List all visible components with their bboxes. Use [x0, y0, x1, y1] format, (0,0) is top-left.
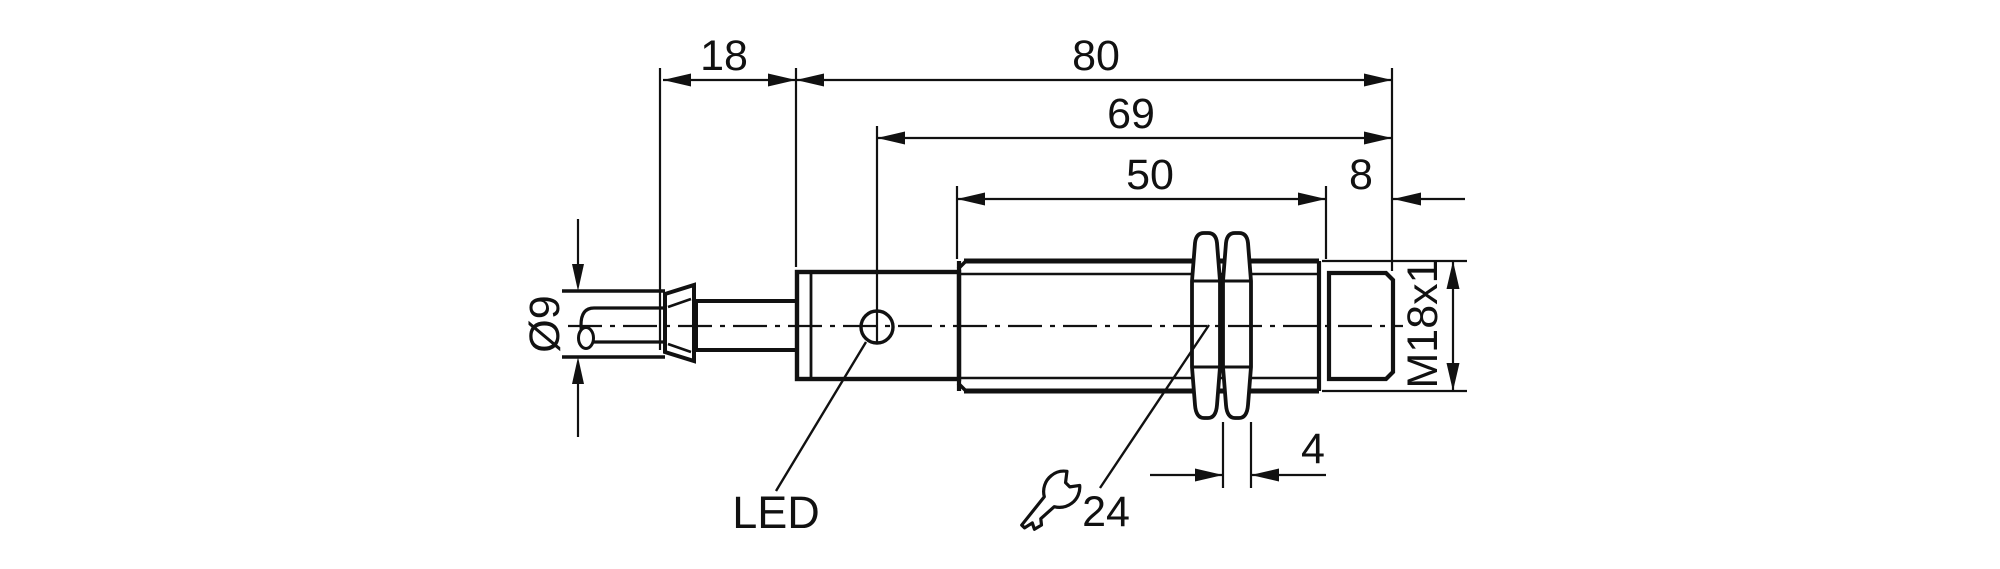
- dim-50-label: 50: [1126, 151, 1174, 199]
- dim-69-label: 69: [1107, 90, 1155, 138]
- arrowhead: [1364, 73, 1392, 87]
- led-leader-line: [774, 341, 868, 492]
- dim-thread-spec: M18x1: [1322, 259, 1467, 393]
- arrowhead: [1195, 468, 1223, 482]
- strain-relief-cone: [663, 282, 696, 364]
- led-indicator-circle: [859, 309, 895, 345]
- led-callout: LED: [732, 126, 895, 538]
- dim-80-label: 80: [1072, 32, 1120, 80]
- cable-end-loop: [577, 326, 595, 350]
- led-label: LED: [732, 487, 820, 538]
- barrel-chamfer: [956, 381, 968, 393]
- wrench-size-label: 24: [1082, 488, 1130, 536]
- threaded-barrel: [956, 258, 1322, 394]
- wrench-shape: [1020, 469, 1082, 531]
- arrowhead: [1446, 261, 1460, 289]
- arrowhead: [768, 73, 796, 87]
- cone-chamfer-line: [667, 342, 692, 354]
- arrowhead: [877, 131, 905, 145]
- arrowhead: [1364, 131, 1392, 145]
- dim-18-label: 18: [700, 32, 748, 80]
- dim-cable-diameter: Ø9: [521, 219, 584, 437]
- arrowhead: [957, 192, 985, 206]
- dim-row-18-80: 18 80: [658, 32, 1394, 350]
- dim-row-69: 69: [877, 90, 1392, 145]
- dim-nut-thickness: 4: [1150, 422, 1326, 488]
- arrowhead: [572, 264, 584, 291]
- arrowhead: [1251, 468, 1279, 482]
- thread-spec-label: M18x1: [1399, 259, 1447, 388]
- dim-4-label: 4: [1301, 425, 1325, 473]
- arrowhead: [1298, 192, 1326, 206]
- wrench-callout: 24: [1020, 324, 1210, 536]
- wrench-icon: [1020, 469, 1082, 531]
- arrowhead: [796, 73, 824, 87]
- wrench-leader-line: [1099, 324, 1210, 489]
- arrowhead: [663, 73, 691, 87]
- cone-outline: [663, 282, 696, 364]
- barrel-chamfer: [956, 259, 968, 271]
- cable-diameter-label: Ø9: [521, 295, 569, 352]
- arrowhead: [572, 357, 584, 384]
- arrowhead: [1393, 192, 1421, 206]
- dim-8-label: 8: [1349, 151, 1373, 199]
- cone-chamfer-line: [667, 297, 692, 309]
- arrowhead: [1446, 363, 1460, 391]
- cable: [562, 289, 665, 359]
- dim-row-50-8: 50 8: [955, 151, 1465, 259]
